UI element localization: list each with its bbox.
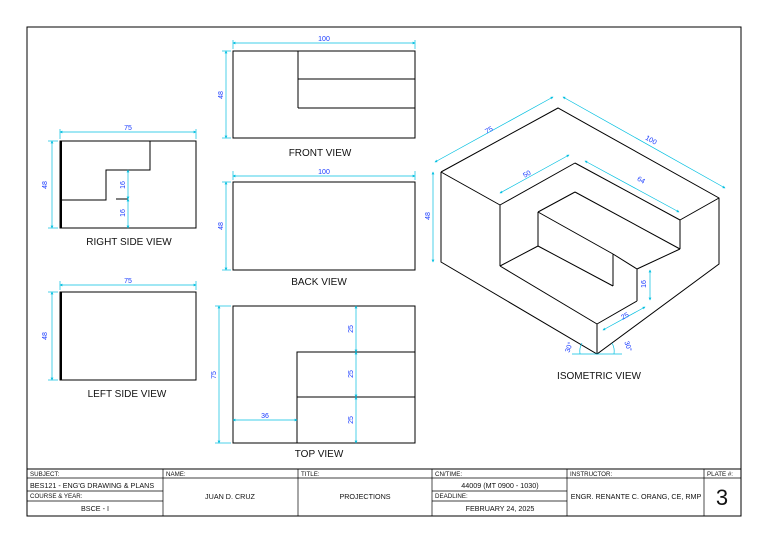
back-dim-height: 48 — [218, 222, 225, 230]
top-view-title: TOP VIEW — [295, 449, 344, 460]
name-label: NAME: — [166, 471, 186, 478]
cn-label: CN/TIME: — [435, 471, 462, 478]
plate-number: 3 — [716, 485, 728, 510]
title-block: SUBJECT: BES121 - ENG'G DRAWING & PLANS … — [26, 468, 742, 517]
back-dim-width: 100 — [318, 169, 330, 176]
right-dim-width: 75 — [124, 125, 132, 132]
top-dim-x: 36 — [261, 413, 269, 420]
iso-angle-right: 30° — [622, 340, 633, 353]
iso-dim-height: 48 — [425, 212, 432, 220]
front-view-title: FRONT VIEW — [289, 148, 352, 159]
front-dim-width: 100 — [318, 36, 330, 43]
front-view: 100 48 FRONT VIEW — [218, 36, 416, 159]
left-dim-height: 48 — [42, 332, 49, 340]
subject-value: BES121 - ENG'G DRAWING & PLANS — [30, 481, 154, 490]
iso-dim-inner-length: 64 — [636, 176, 646, 186]
iso-dim-depth: 75 — [484, 126, 494, 136]
iso-angle-left: 30° — [564, 341, 575, 354]
top-dim-row2: 25 — [348, 370, 355, 378]
right-dim-height: 48 — [42, 181, 49, 189]
front-dim-height: 48 — [218, 91, 225, 99]
left-dim-width: 75 — [124, 278, 132, 285]
iso-dim-step-depth: 25 — [620, 312, 630, 322]
top-dim-row3: 25 — [348, 416, 355, 424]
left-side-view-title: LEFT SIDE VIEW — [88, 389, 167, 400]
top-dim-depth: 75 — [211, 371, 218, 379]
title-value: PROJECTIONS — [339, 492, 390, 501]
back-view-title: BACK VIEW — [291, 277, 347, 288]
subject-label: SUBJECT: — [30, 471, 60, 478]
right-side-view: 16 16 75 48 RIGHT SIDE VIEW — [42, 125, 197, 248]
course-value: BSCE - I — [81, 504, 109, 513]
isometric-view: 75 100 48 50 64 16 25 30° 30° ISOMETRIC … — [425, 96, 726, 382]
instructor-value: ENGR. RENANTE C. ORANG, CE, RMP — [571, 492, 702, 501]
right-side-view-title: RIGHT SIDE VIEW — [86, 237, 172, 248]
left-side-view: 75 48 LEFT SIDE VIEW — [42, 278, 197, 400]
iso-dim-step-height: 16 — [641, 280, 648, 288]
top-view: 25 25 25 36 75 TOP VIEW — [211, 305, 416, 460]
back-view: 100 48 BACK VIEW — [218, 169, 416, 288]
right-dim-step-upper: 16 — [120, 181, 127, 189]
course-label: COURSE & YEAR: — [30, 493, 83, 500]
iso-dim-length: 100 — [644, 135, 658, 147]
isometric-view-title: ISOMETRIC VIEW — [557, 371, 641, 382]
instructor-label: INSTRUCTOR: — [570, 471, 612, 478]
cn-value: 44009 (MT 0900 - 1030) — [461, 481, 538, 490]
deadline-value: FEBRUARY 24, 2025 — [466, 504, 535, 513]
title-label: TITLE: — [301, 471, 320, 478]
right-dim-step-lower: 16 — [120, 209, 127, 217]
top-dim-row1: 25 — [348, 325, 355, 333]
plate-label: PLATE #: — [707, 471, 733, 478]
name-value: JUAN D. CRUZ — [205, 492, 256, 501]
iso-dim-inner-depth: 50 — [522, 170, 532, 180]
deadline-label: DEADLINE: — [435, 493, 468, 500]
